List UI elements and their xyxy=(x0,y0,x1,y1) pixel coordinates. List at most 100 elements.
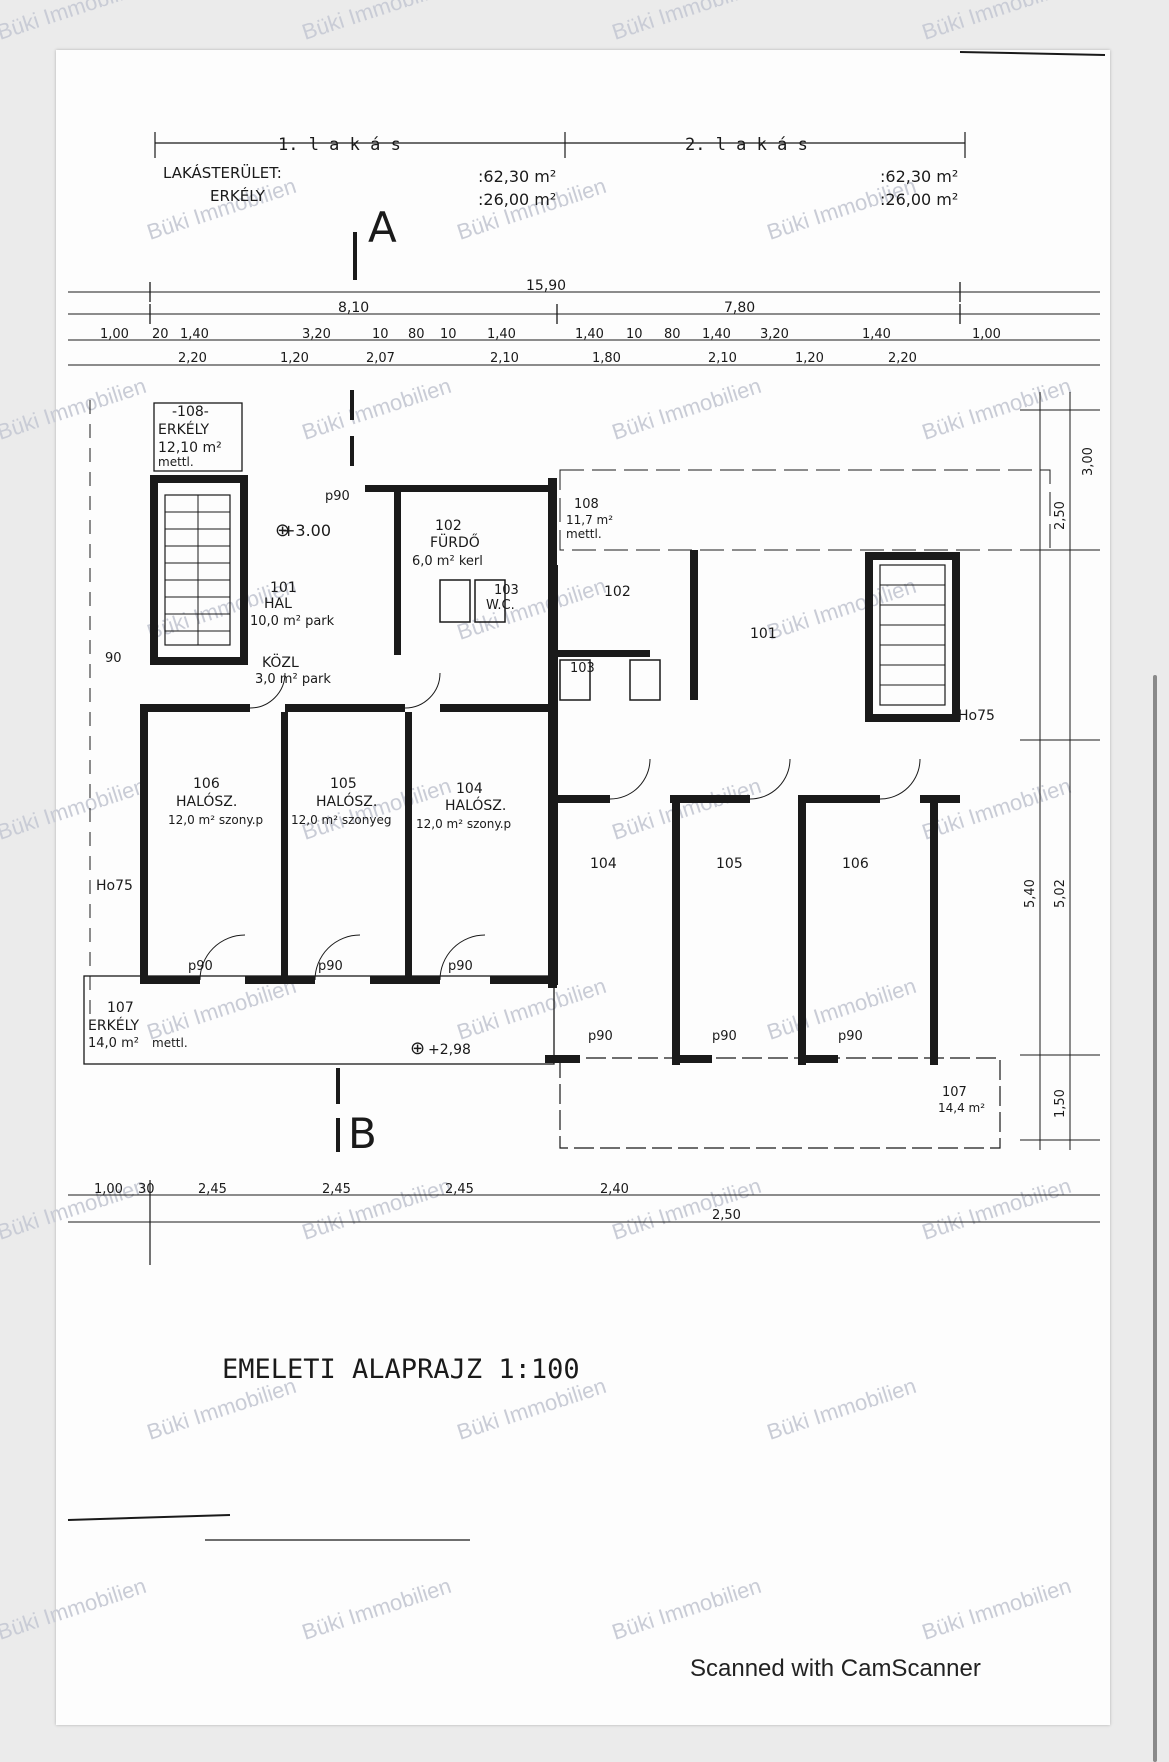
bottom-dim: 2,45 xyxy=(445,1182,474,1197)
wall xyxy=(550,650,650,657)
door-swings xyxy=(199,672,921,981)
ho75-left: Ho75 xyxy=(96,878,133,894)
wall xyxy=(550,795,610,803)
balcony-107-outline xyxy=(83,975,555,1065)
room-102-name: FÜRDŐ xyxy=(430,533,480,551)
room-106-number: 106 xyxy=(193,776,220,792)
balcony-108-mirror-outline xyxy=(559,469,1051,551)
level-298: +2,98 xyxy=(428,1042,471,1058)
door-swing xyxy=(749,758,791,800)
unit1-balcony: :26,00 m² xyxy=(478,190,556,209)
dim-room: 2,07 xyxy=(366,351,395,366)
room-108-mirror-number: 108 xyxy=(574,497,599,512)
section-markers: A B xyxy=(336,203,397,1158)
room-106-area: 12,0 m² szony.p xyxy=(168,813,263,827)
staircase-left xyxy=(164,494,231,646)
stair-outline xyxy=(879,564,946,706)
room-108-area: 12,10 m² xyxy=(158,440,222,456)
sink-fixture-mirror xyxy=(629,659,661,701)
watermark: Büki Immobilien xyxy=(609,0,764,45)
wc-fixture-mirror xyxy=(559,659,591,701)
dim-seg: 1,40 xyxy=(575,327,604,342)
dim-room: 2,10 xyxy=(490,351,519,366)
room-108-number: -108- xyxy=(172,404,209,420)
dim-seg: 80 xyxy=(664,327,681,342)
drawing-caption: EMELETI ALAPRAJZ 1:100 xyxy=(222,1354,580,1385)
wall xyxy=(150,657,248,665)
right-dim: 2,50 xyxy=(1053,501,1068,530)
dim-seg: 1,00 xyxy=(100,327,129,342)
wc-fixture xyxy=(474,579,506,623)
room-108-mirror-area: 11,7 m² xyxy=(566,513,613,527)
bottom-dimensions: 1,00 30 2,45 2,45 2,45 2,40 2,50 xyxy=(68,1180,1100,1265)
bottom-dim: 2,40 xyxy=(600,1182,629,1197)
watermark: Büki Immobilien xyxy=(299,0,454,45)
door-label: p90 xyxy=(448,959,473,974)
watermark-layer: Büki Immobilien Büki Immobilien Büki Imm… xyxy=(0,0,1074,1645)
watermark: Büki Immobilien xyxy=(144,173,299,245)
top-dimensions: 15,90 8,10 7,80 1,00 20 1,40 3,20 10 80 … xyxy=(68,278,1100,366)
dim-seg: 20 xyxy=(152,327,169,342)
door-swing xyxy=(879,758,921,800)
room-101-number: 101 xyxy=(270,580,297,596)
room-104-area: 12,0 m² szony.p xyxy=(416,817,511,831)
watermark: Büki Immobilien xyxy=(299,1573,454,1645)
room-101-area: 10,0 m² park xyxy=(250,614,335,629)
level-marker-icon: ⊕ xyxy=(275,520,290,541)
bottom-dim: 2,50 xyxy=(712,1208,741,1223)
wall xyxy=(490,976,555,984)
wall xyxy=(140,704,250,712)
door-swing xyxy=(609,758,651,800)
walls-unit-1 xyxy=(140,475,557,988)
wall xyxy=(865,552,960,560)
unit2-balcony: :26,00 m² xyxy=(880,190,958,209)
door-label: p90 xyxy=(838,1029,863,1044)
room-105-name: HALÓSZ. xyxy=(316,792,377,810)
room-106-mirror: 106 xyxy=(842,856,869,872)
wall xyxy=(370,976,440,984)
door-swing xyxy=(249,672,286,709)
room-108-name: ERKÉLY xyxy=(158,421,210,438)
dim-seg: 3,20 xyxy=(302,327,331,342)
scrollbar[interactable] xyxy=(1153,675,1157,1762)
wall xyxy=(545,1055,580,1063)
scanner-watermark: Scanned with CamScanner xyxy=(690,1655,981,1682)
watermark: Büki Immobilien xyxy=(609,1573,764,1645)
room-107-mirror-area: 14,4 m² xyxy=(938,1101,985,1115)
dim-seg: 10 xyxy=(626,327,643,342)
area-label: LAKÁSTERÜLET: xyxy=(163,163,282,182)
balcony-108-outline xyxy=(153,402,243,472)
wall xyxy=(798,795,806,1065)
dim-room: 1,80 xyxy=(592,351,621,366)
room-103-name: W.C. xyxy=(486,598,515,613)
watermark: Büki Immobilien xyxy=(919,773,1074,845)
room-101-name: HAL xyxy=(264,596,292,612)
wall xyxy=(394,485,401,655)
wall xyxy=(800,795,880,803)
opening-label: 90 xyxy=(105,651,122,666)
balcony-outlines xyxy=(83,402,1051,1149)
wall xyxy=(245,976,315,984)
room-103-mirror: 103 xyxy=(570,661,595,676)
dim-half-left: 8,10 xyxy=(338,300,369,316)
watermark: Büki Immobilien xyxy=(0,373,149,445)
scan-mark xyxy=(67,1514,231,1521)
unit2-area: :62,30 m² xyxy=(880,167,958,186)
wall xyxy=(672,1055,712,1063)
watermark: Büki Immobilien xyxy=(0,0,149,45)
balcony-107-mirror-outline xyxy=(559,1057,1001,1149)
door-swing xyxy=(314,934,361,981)
unit1-label: 1. l a k á s xyxy=(278,135,401,155)
dim-room: 2,20 xyxy=(178,351,207,366)
room-105-number: 105 xyxy=(330,776,357,792)
watermark: Büki Immobilien xyxy=(919,373,1074,445)
right-dim: 5,02 xyxy=(1053,879,1068,908)
door-label: p90 xyxy=(588,1029,613,1044)
watermark: Büki Immobilien xyxy=(609,773,764,845)
room-104-name: HALÓSZ. xyxy=(445,796,506,814)
right-dimensions: 3,00 2,50 5,40 5,02 1,50 xyxy=(89,392,1100,1150)
room-106-name: HALÓSZ. xyxy=(176,792,237,810)
dim-total: 15,90 xyxy=(526,278,566,294)
room-labels-unit-1: -108- ERKÉLY 12,10 m² mettl. 101 HAL 10,… xyxy=(88,404,995,1059)
bottom-dim: 2,45 xyxy=(198,1182,227,1197)
